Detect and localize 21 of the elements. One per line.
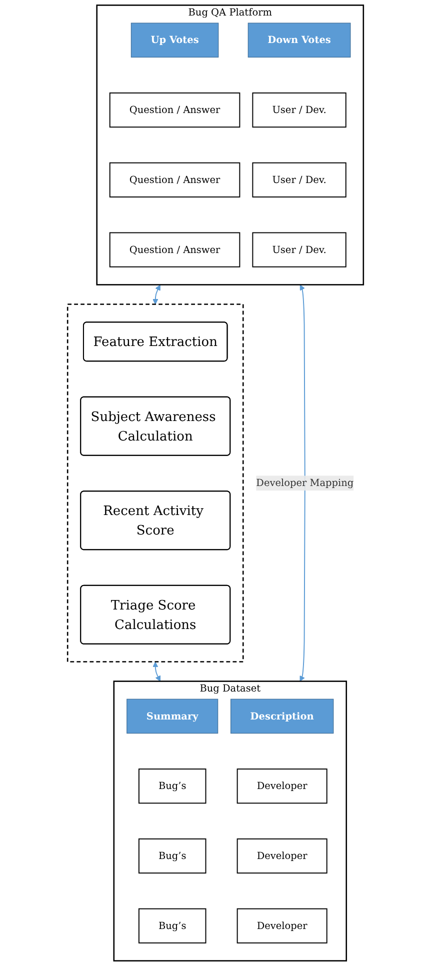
node-box: Question / Answer bbox=[109, 92, 240, 128]
node-box: Developer bbox=[236, 838, 328, 874]
node-box: User / Dev. bbox=[252, 92, 346, 128]
node-box: Bug’s bbox=[138, 768, 206, 804]
cluster bbox=[66, 304, 244, 662]
arrow bbox=[152, 662, 160, 682]
edge-label: Developer Mapping bbox=[256, 476, 354, 489]
node-box: Bug’s bbox=[138, 908, 206, 944]
node-box: User / Dev. bbox=[252, 162, 346, 198]
node-box: Down Votes bbox=[248, 22, 351, 58]
node-box: Question / Answer bbox=[109, 162, 240, 198]
node-box: Developer bbox=[236, 908, 328, 944]
node-box: Up Votes bbox=[130, 22, 219, 58]
node-box: User / Dev. bbox=[252, 232, 346, 268]
node-box: Description bbox=[230, 698, 334, 734]
node-box: Question / Answer bbox=[109, 232, 240, 268]
arrow bbox=[300, 284, 306, 682]
node-box: Summary bbox=[126, 698, 218, 734]
node-box: Developer bbox=[236, 768, 328, 804]
arrow bbox=[152, 284, 160, 304]
node-box: Bug’s bbox=[138, 838, 206, 874]
